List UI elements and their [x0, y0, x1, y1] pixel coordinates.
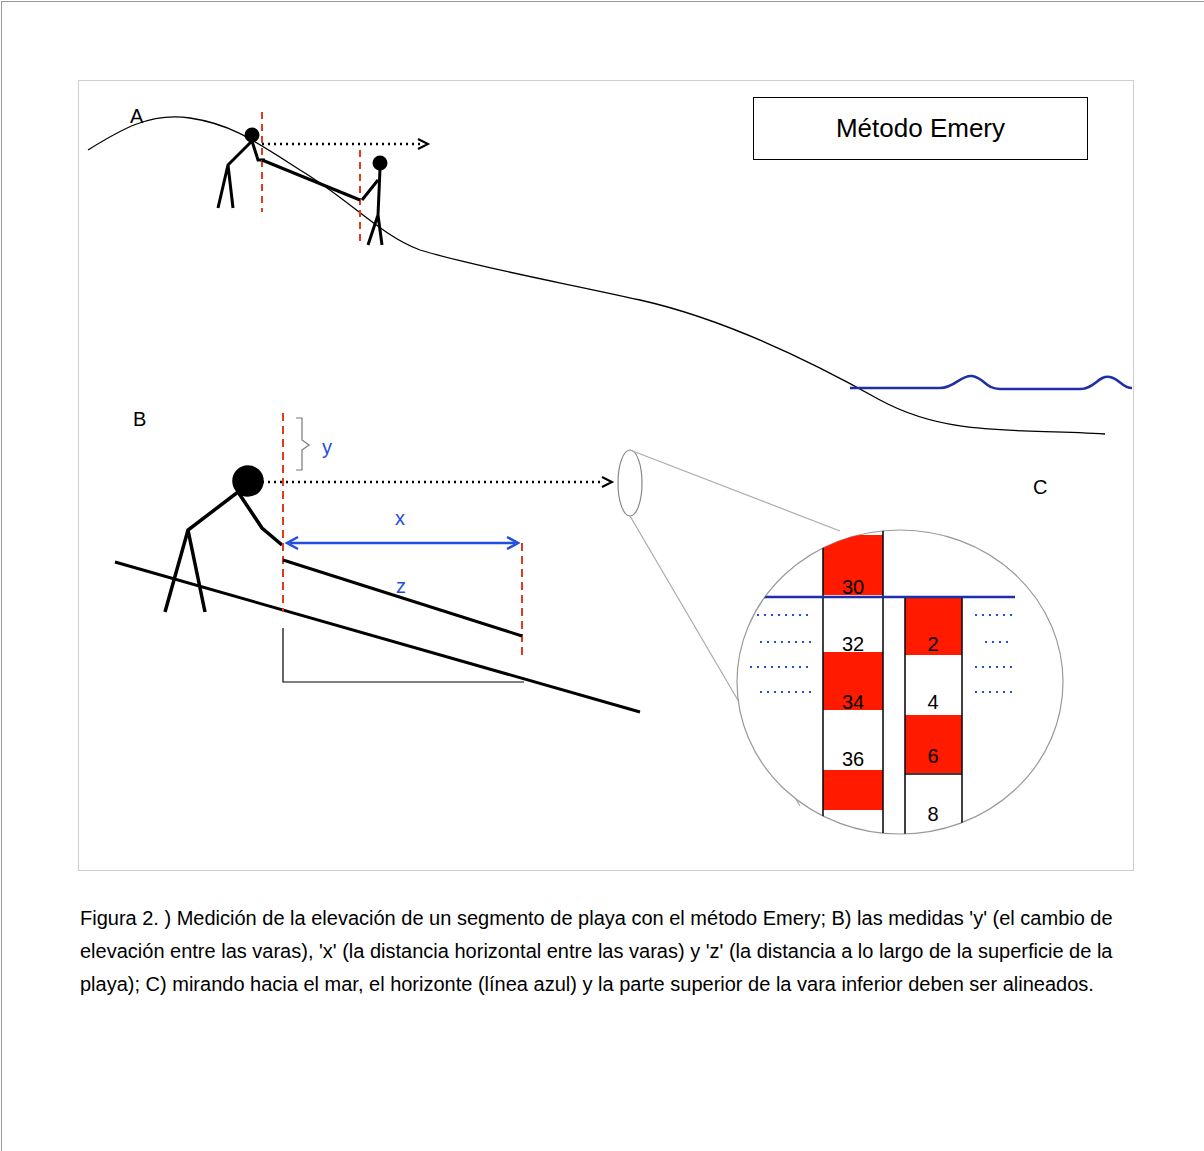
zoom-circle — [737, 530, 1063, 834]
sight-line — [262, 143, 422, 146]
x-dimension — [290, 542, 515, 545]
x-arrowheads — [287, 537, 518, 549]
arrowhead — [418, 139, 428, 149]
arrowhead — [602, 477, 612, 487]
reference-bracket — [283, 628, 524, 682]
panel-label: y — [322, 436, 332, 459]
panel-label: A — [130, 105, 143, 128]
rod-number: 32 — [842, 633, 864, 656]
y-bracket — [296, 418, 309, 470]
figure-frame — [79, 81, 1134, 871]
rod — [283, 560, 522, 636]
beach-profile — [88, 117, 1105, 434]
box-title: Método Emery — [836, 113, 1005, 144]
panel-label: z — [396, 575, 406, 598]
rod-line — [521, 543, 523, 660]
rod-line — [359, 150, 361, 245]
rod-number: 6 — [927, 745, 938, 768]
panel-label: B — [133, 408, 146, 431]
rod — [262, 160, 360, 200]
rod-line — [261, 112, 263, 212]
rod-number: 8 — [927, 803, 938, 826]
rod-number: 2 — [927, 633, 938, 656]
panel-label: x — [395, 507, 405, 530]
observer-figure — [165, 467, 282, 612]
panel-label: C — [1033, 476, 1047, 499]
helper-figure — [362, 157, 386, 245]
sight-line — [262, 481, 604, 484]
rod-number: 4 — [927, 691, 938, 714]
title-box: Método Emery — [753, 97, 1088, 160]
view-lens — [618, 450, 642, 516]
rod-number: 34 — [842, 691, 864, 714]
rod-number: 36 — [842, 748, 864, 771]
zoom-content — [745, 520, 1015, 840]
observer-figure — [218, 129, 265, 208]
sea-surface — [850, 376, 1132, 389]
figure-caption: Figura 2. ) Medición de la elevación de … — [80, 902, 1155, 1001]
rod-line — [282, 413, 284, 612]
rod-number: 30 — [842, 576, 864, 599]
beach-slope — [115, 562, 640, 712]
